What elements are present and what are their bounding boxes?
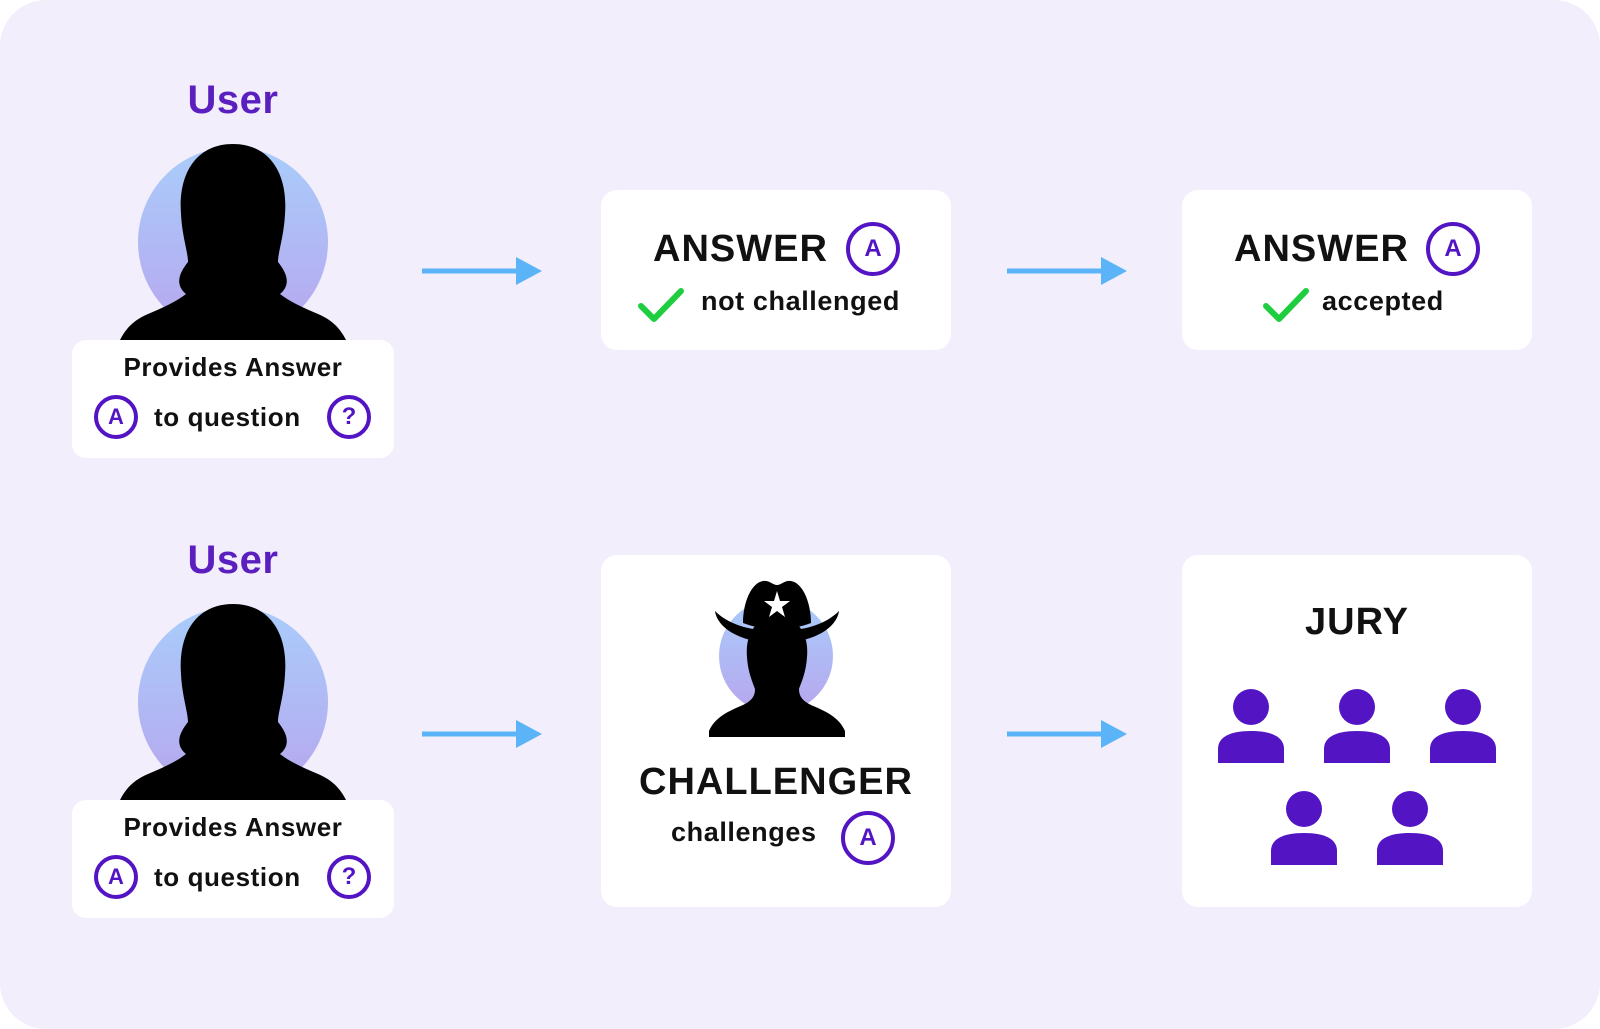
person-icon: [1218, 689, 1284, 763]
person-icon: [1430, 689, 1496, 763]
user-silhouette-icon: [120, 604, 346, 800]
user-title-row1: User: [187, 78, 279, 122]
provides-answer-label: Provides Answer: [123, 812, 343, 842]
answer-accepted-card: ANSWER A accepted: [1182, 190, 1532, 350]
cowboy-hat-icon: [709, 580, 845, 737]
status-text: not challenged: [701, 286, 900, 316]
answer-badge-icon: A: [94, 855, 138, 899]
question-badge-icon: ?: [327, 855, 371, 899]
jury-card: JURY: [1182, 555, 1532, 907]
answer-card-title: ANSWER: [1234, 228, 1409, 270]
to-question-label: to question: [154, 862, 301, 892]
arrow-right-icon: [1007, 720, 1127, 748]
challenger-card: CHALLENGER challenges A: [601, 555, 951, 907]
arrow-right-icon: [1007, 257, 1127, 285]
user-silhouette-icon: [120, 144, 346, 340]
answer-badge-icon: A: [846, 222, 900, 276]
label-card-row2: Provides Answer A to question ?: [72, 800, 394, 918]
person-icon: [1324, 689, 1390, 763]
answer-not-challenged-card: ANSWER A not challenged: [601, 190, 951, 350]
answer-badge-icon: A: [841, 811, 895, 865]
arrow-right-icon: [422, 257, 542, 285]
arrow-right-icon: [422, 720, 542, 748]
answer-badge-icon: A: [94, 395, 138, 439]
status-text: accepted: [1322, 286, 1444, 316]
sheriff-star-icon: [764, 591, 790, 617]
label-card-row1: Provides Answer A to question ?: [72, 340, 394, 458]
answer-badge-icon: A: [1426, 222, 1480, 276]
question-badge-icon: ?: [327, 395, 371, 439]
jury-title: JURY: [1305, 601, 1409, 643]
challenger-title: CHALLENGER: [639, 761, 913, 803]
answer-card-title: ANSWER: [653, 228, 828, 270]
checkmark-icon: [1263, 288, 1309, 322]
checkmark-icon: [638, 288, 684, 322]
challenges-text: challenges: [671, 817, 817, 847]
person-icon: [1377, 791, 1443, 865]
to-question-label: to question: [154, 402, 301, 432]
person-icon: [1271, 791, 1337, 865]
user-title-row2: User: [187, 538, 279, 582]
provides-answer-label: Provides Answer: [123, 352, 343, 382]
